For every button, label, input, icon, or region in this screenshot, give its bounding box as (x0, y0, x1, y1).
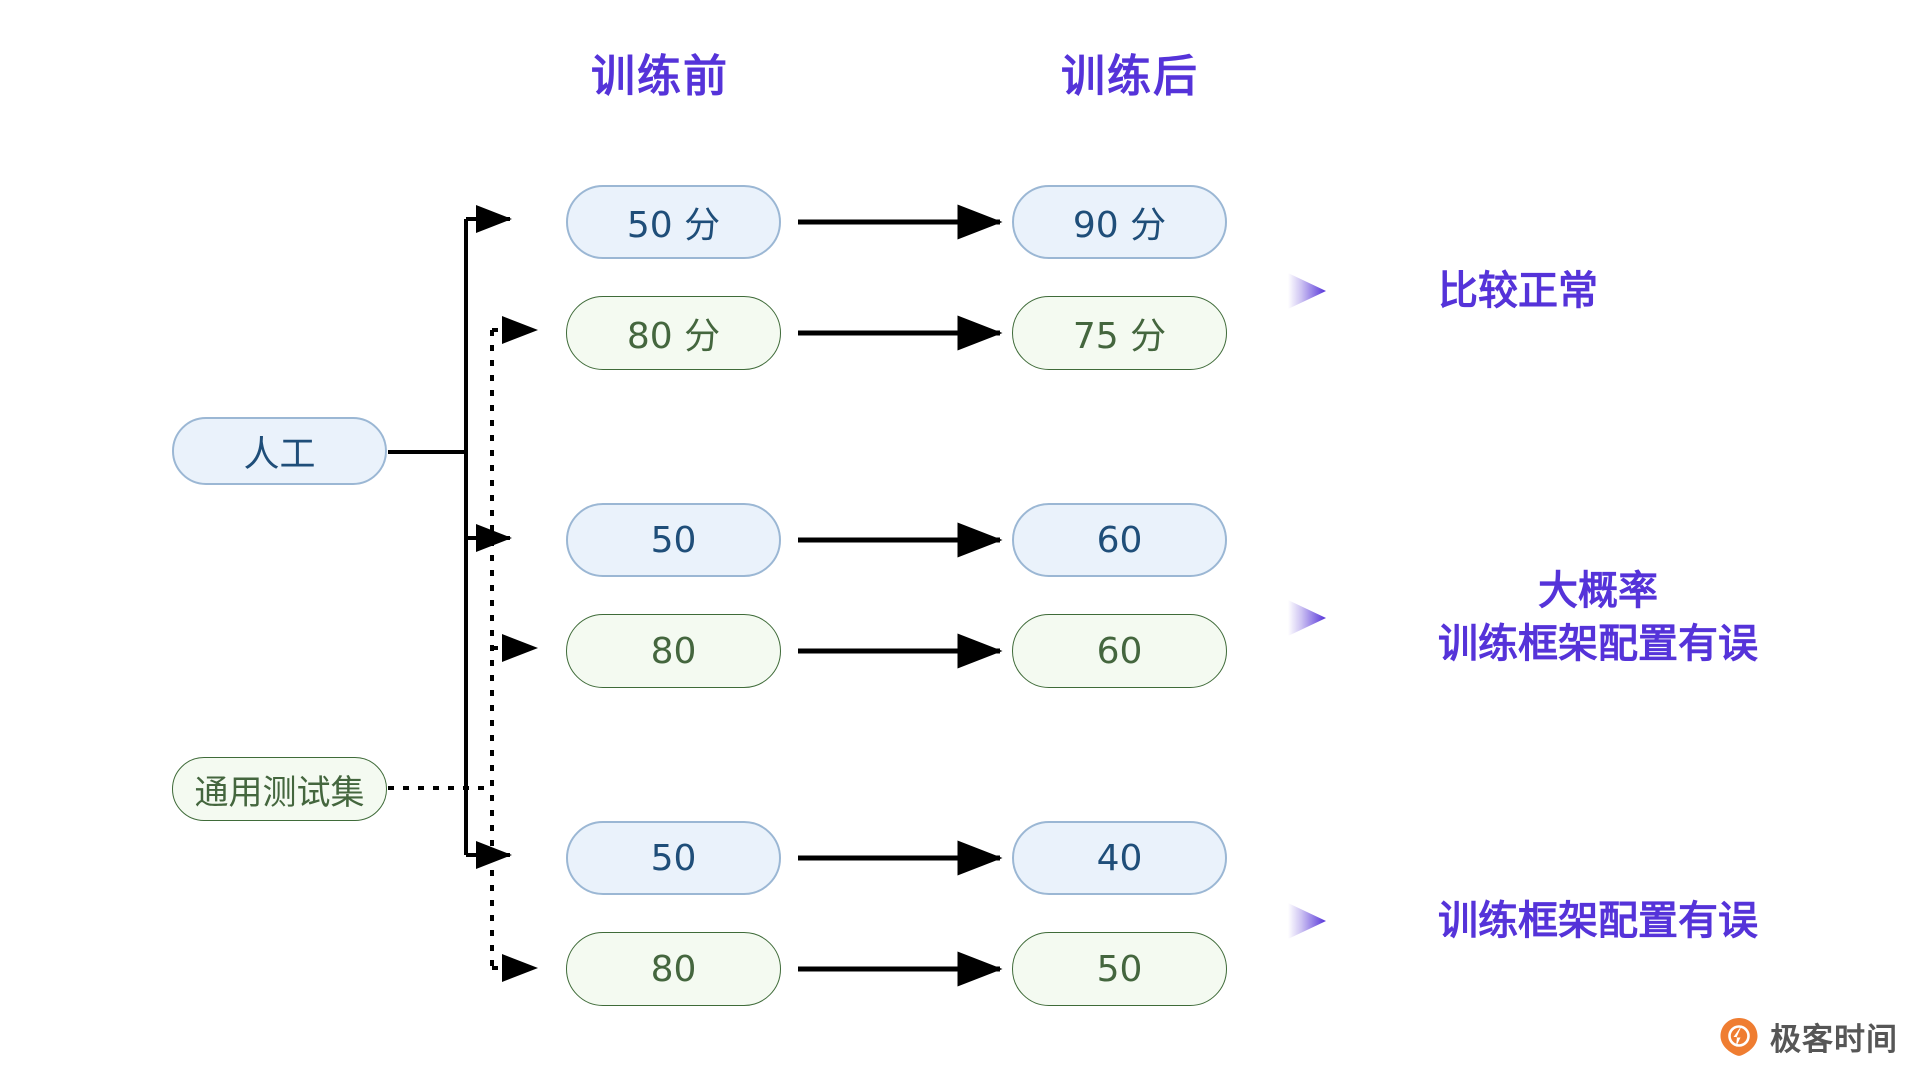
watermark: 极客时间 (1718, 1014, 1898, 1059)
score-pill-g3-r1-after[interactable]: 40 (1012, 821, 1227, 895)
score-pill-g2-r2-before[interactable]: 80 (566, 614, 781, 688)
watermark-label: 极客时间 (1770, 1022, 1898, 1058)
conclusion-label-2: 大概率 训练框架配置有误 (1438, 568, 1758, 667)
score-pill-g3-r2-before[interactable]: 80 (566, 932, 781, 1006)
score-pill-g1-r2-after[interactable]: 75 分 (1012, 296, 1227, 370)
source-node-testset[interactable]: 通用测试集 (172, 757, 387, 821)
score-pill-g1-r1-after[interactable]: 90 分 (1012, 185, 1227, 259)
score-pill-g2-r1-after[interactable]: 60 (1012, 503, 1227, 577)
score-pill-g3-r1-before[interactable]: 50 (566, 821, 781, 895)
source-node-manual[interactable]: 人工 (172, 417, 387, 485)
column-header-after: 训练后 (1061, 51, 1199, 102)
play-triangle-icon (1288, 599, 1326, 636)
conclusion-row-2: 大概率 训练框架配置有误 (1288, 565, 1758, 671)
geektime-logo-icon (1720, 1017, 1758, 1056)
score-pill-g1-r2-before[interactable]: 80 分 (566, 296, 781, 370)
play-triangle-icon (1288, 273, 1326, 310)
score-pill-g2-r1-before[interactable]: 50 (566, 503, 781, 577)
conclusion-row-3: 训练框架配置有误 (1288, 895, 1758, 948)
play-triangle-icon (1288, 903, 1326, 940)
conclusion-label-3: 训练框架配置有误 (1438, 898, 1758, 944)
score-pill-g1-r1-before[interactable]: 50 分 (566, 185, 781, 259)
score-pill-g3-r2-after[interactable]: 50 (1012, 932, 1227, 1006)
column-header-before: 训练前 (591, 51, 729, 102)
score-pill-g2-r2-after[interactable]: 60 (1012, 614, 1227, 688)
solid-connector-group (388, 205, 512, 869)
dotted-connector-group (388, 316, 538, 982)
conclusion-label-1: 比较正常 (1438, 268, 1598, 314)
transition-arrow-group (798, 204, 1003, 987)
conclusion-row-1: 比较正常 (1288, 265, 1598, 318)
